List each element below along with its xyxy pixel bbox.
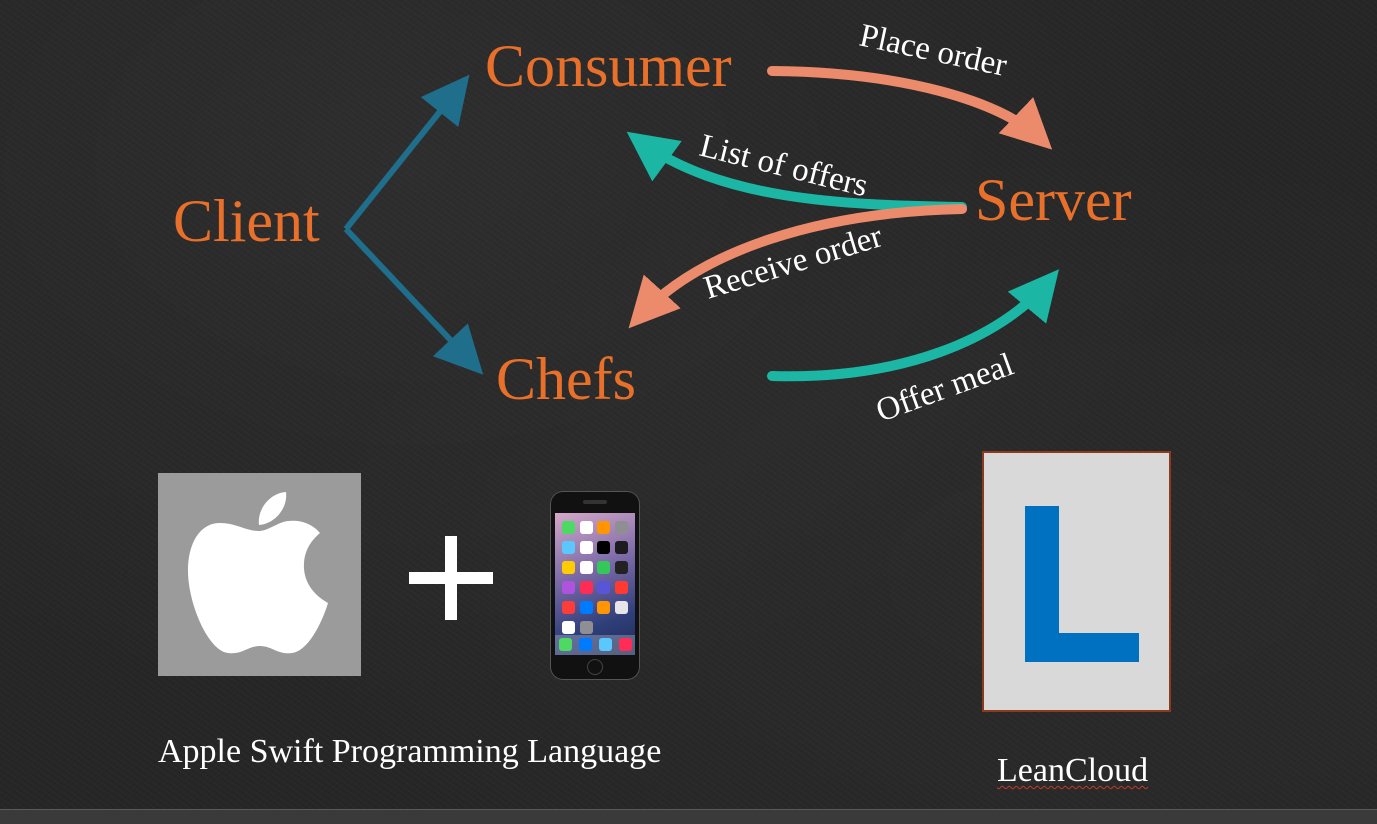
apple-glyph [158,473,361,676]
edge-label-offer-meal: Offer meal [871,347,1018,430]
node-client: Client [173,188,320,254]
client-stack-caption: Apple Swift Programming Language [158,733,661,771]
leancloud-caption-text: LeanCloud [997,752,1148,789]
apple-logo-icon [158,473,361,676]
node-chefs: Chefs [496,346,636,412]
leancloud-logo-icon [982,451,1171,712]
server-stack-caption: LeanCloud [997,752,1148,790]
slide-bottom-bar [0,809,1377,824]
iphone-icon [550,491,640,680]
client-to-consumer-arrow [346,84,462,229]
plus-icon [405,536,495,620]
client-to-chefs-arrow [346,229,475,366]
node-consumer: Consumer [485,33,732,99]
node-server: Server [975,167,1132,233]
